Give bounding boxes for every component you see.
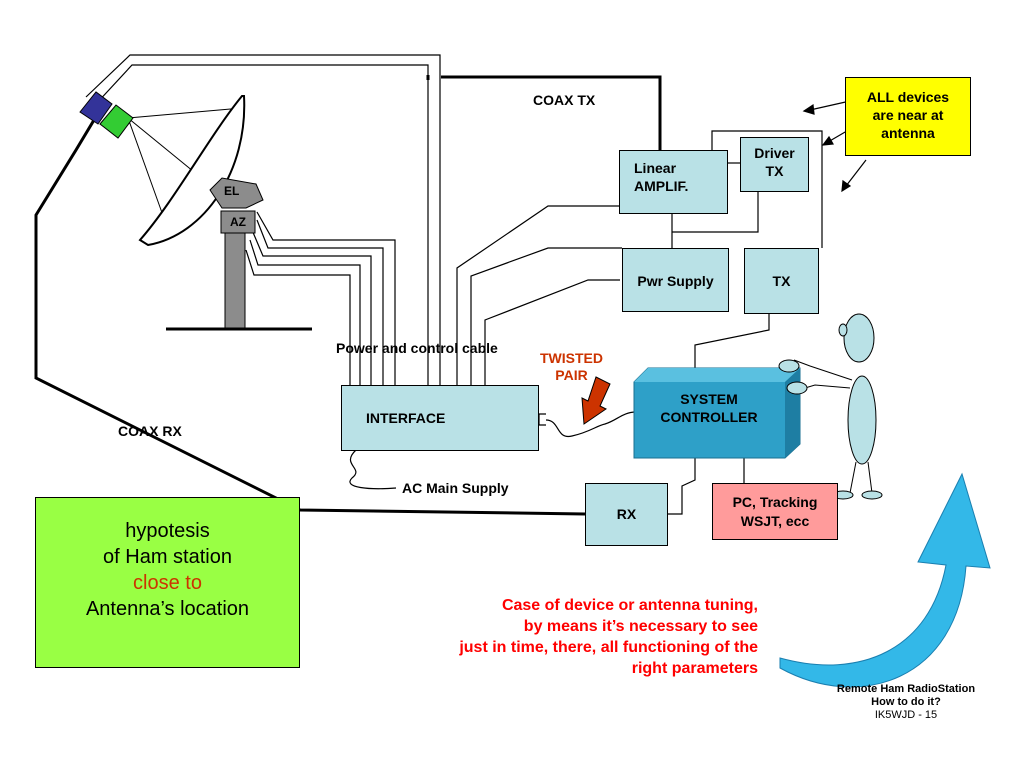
system-controller-line-2: CONTROLLER — [660, 409, 758, 425]
linear-amplif-line-2: AMPLIF. — [634, 178, 689, 194]
driver-to-tx — [711, 130, 823, 248]
dish-antenna — [79, 91, 312, 331]
ctrl-cable-pwr — [470, 247, 622, 385]
feed-control-cable-outer — [85, 54, 441, 385]
case-line-4: right parameters — [631, 660, 758, 677]
coax-rx-cable — [34, 99, 586, 516]
operator-body — [847, 375, 877, 465]
feed-strut-2 — [127, 107, 243, 119]
linear-amplif-line-1: Linear — [634, 160, 677, 176]
tx-label: TX — [772, 273, 791, 289]
az-label: AZ — [230, 215, 246, 229]
rx-box: RX — [585, 483, 668, 546]
twisted-pair-wire — [545, 411, 638, 438]
operator-hand-2 — [786, 381, 808, 395]
case-text: Case of device or antenna tuning, by mea… — [360, 595, 758, 679]
footer-line-1: Remote Ham RadioStation — [836, 683, 976, 695]
rotor-cable-5 — [245, 249, 351, 385]
rotor-cable-3 — [251, 229, 372, 385]
twisted-pair-arrow — [581, 376, 611, 425]
coax-tx-cable — [441, 75, 662, 150]
feed-horn-blue — [79, 91, 113, 125]
hypothesis-line-4: Antenna’s location — [85, 598, 250, 620]
pwr-supply-label: Pwr Supply — [637, 273, 714, 289]
footer-line-2: How to do it? — [871, 696, 941, 708]
rx-label: RX — [616, 506, 637, 522]
hypothesis-line-3: close to — [133, 572, 202, 594]
driver-to-pwr — [672, 192, 759, 233]
rotor-cable-1 — [256, 211, 396, 385]
interface-connector — [538, 413, 546, 426]
tx-to-controller — [694, 314, 770, 370]
pc-tracking-line-1: PC, Tracking — [732, 494, 818, 510]
note-arrow-3-head — [841, 179, 852, 193]
note-line-1: ALL devices — [866, 89, 950, 105]
curved-blue-arrow — [779, 472, 991, 688]
operator-ear — [838, 323, 848, 337]
controller-to-rx — [668, 453, 696, 515]
twisted-pair-line-1: TWISTED — [540, 350, 603, 366]
all-devices-note: ALL devices are near at antenna — [845, 77, 971, 156]
antenna-mast — [224, 228, 246, 330]
hypothesis-line-2: of Ham station — [103, 546, 232, 568]
case-line-3: just in time, there, all functioning of … — [459, 639, 758, 656]
ac-main-supply-label: AC Main Supply — [402, 480, 509, 496]
tx-box: TX — [744, 248, 819, 314]
note-arrow-3 — [845, 159, 867, 187]
note-line-2: are near at — [872, 107, 944, 123]
footer-line-3: IK5WJD - 15 — [874, 709, 938, 721]
el-rotor — [209, 177, 264, 209]
footer: Remote Ham RadioStation How to do it? IK… — [820, 683, 992, 722]
note-arrow-2-head — [821, 135, 834, 146]
coax-rx-label: COAX RX — [118, 423, 182, 439]
system-controller-text: SYSTEM CONTROLLER — [634, 390, 784, 440]
driver-tx-line-2: TX — [765, 163, 784, 179]
pc-tracking-box: PC, Tracking WSJT, ecc — [712, 483, 838, 540]
twisted-pair-line-2: PAIR — [555, 367, 588, 383]
el-label: EL — [224, 184, 240, 198]
operator-foot-2 — [861, 490, 883, 500]
az-rotor — [220, 210, 256, 234]
note-arrow-1-head — [802, 103, 815, 115]
operator-legs — [849, 461, 873, 494]
operator-arm-2 — [804, 384, 851, 389]
driver-tx-box: Driver TX — [740, 137, 809, 192]
ac-main-wire — [349, 449, 397, 490]
ctrl-cable-linear — [456, 205, 619, 385]
note-line-3: antenna — [881, 125, 935, 141]
operator-head — [843, 313, 875, 363]
operator-arm-1 — [793, 359, 853, 381]
hypothesis-line-1: hypotesis — [125, 520, 210, 542]
pc-tracking-line-2: WSJT, ecc — [740, 513, 810, 529]
controller-top — [634, 368, 800, 382]
feed-horn-green — [99, 104, 134, 139]
power-control-cable-label: Power and control cable — [336, 340, 498, 356]
twisted-pair-label: TWISTED PAIR — [540, 350, 603, 384]
linear-amplif-box: Linear AMPLIF. — [619, 150, 728, 214]
interface-box: INTERFACE — [341, 385, 539, 451]
rotor-cable-2 — [256, 219, 384, 385]
feed-control-cable-inner — [94, 64, 429, 385]
interface-label: INTERFACE — [366, 410, 446, 426]
hypothesis-box: hypotesis of Ham station close to Antenn… — [35, 497, 300, 668]
case-line-1: Case of device or antenna tuning, — [501, 597, 758, 614]
ctrl-cable-tx — [484, 279, 620, 385]
controller-side — [785, 368, 800, 458]
case-line-2: by means it’s necessary to see — [523, 618, 758, 635]
pwr-supply-box: Pwr Supply — [622, 248, 729, 312]
coax-tx-label: COAX TX — [533, 92, 596, 108]
driver-tx-line-1: Driver — [754, 145, 795, 161]
operator-hand-1 — [778, 359, 800, 373]
note-arrow-1 — [809, 100, 851, 111]
operator-figure — [778, 313, 883, 500]
rotor-cable-4 — [249, 239, 361, 385]
dish-reflector — [138, 95, 246, 247]
system-controller-line-1: SYSTEM — [680, 391, 738, 407]
